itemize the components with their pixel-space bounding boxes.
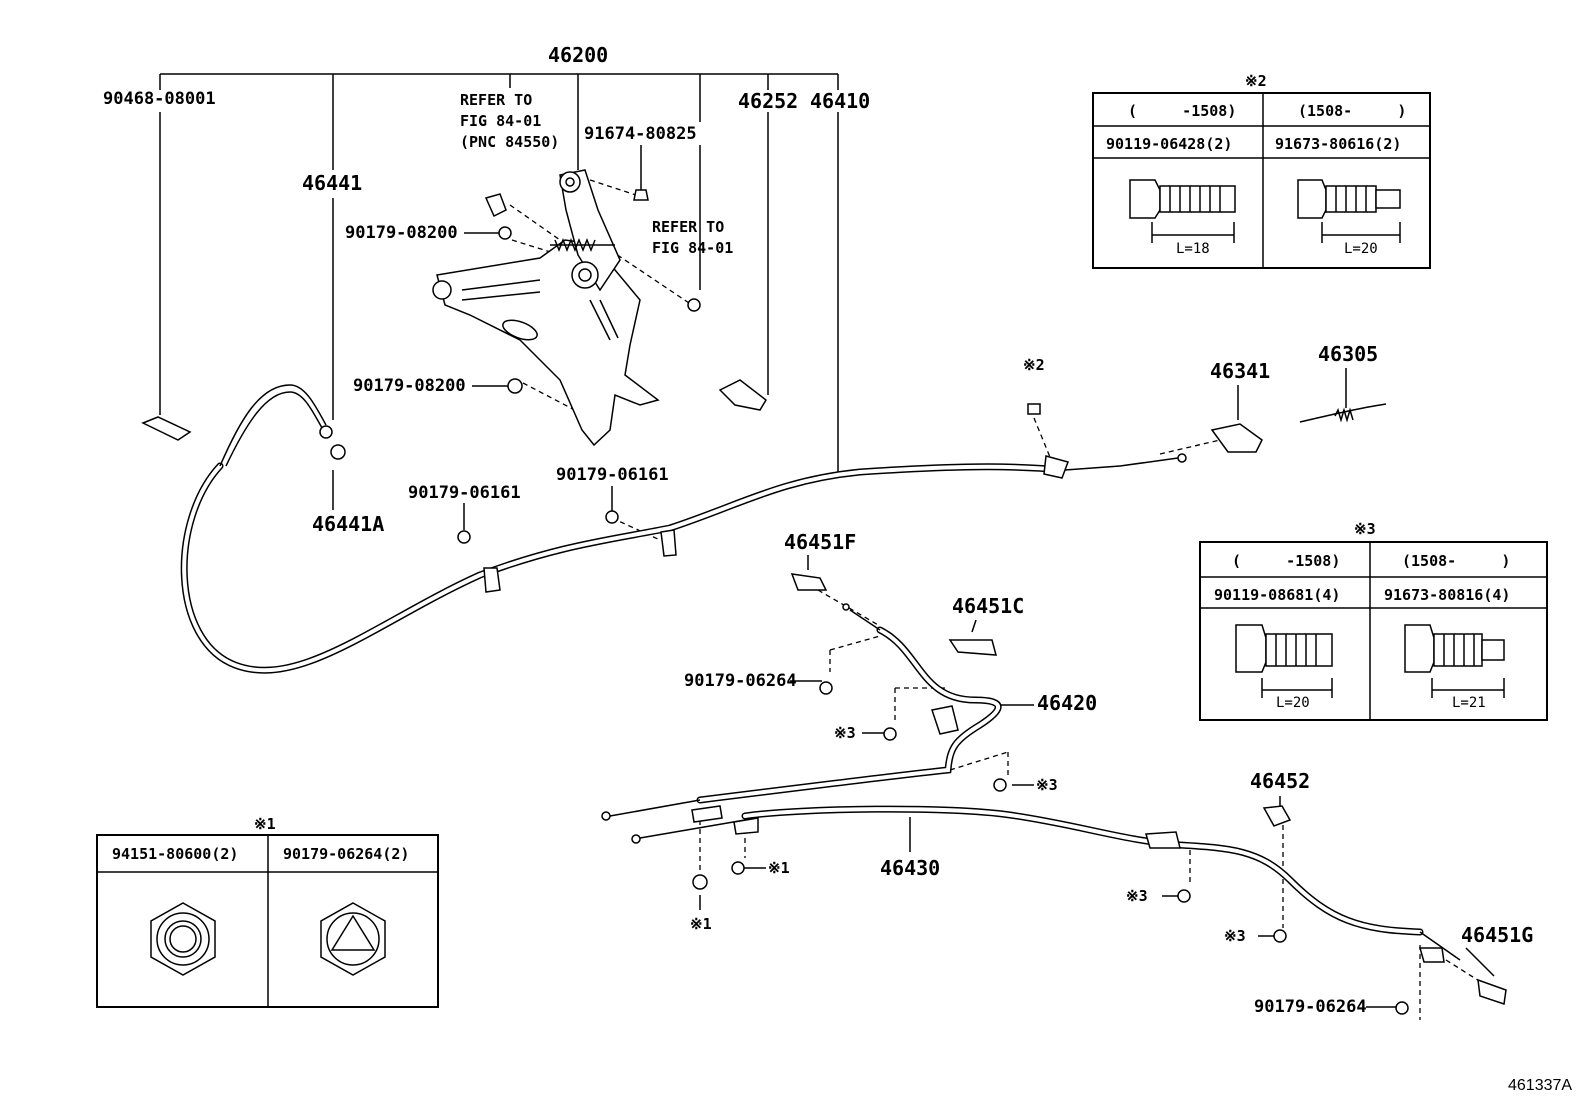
bolt-91674-80825 bbox=[633, 189, 649, 201]
label-note2-cable[interactable]: ※2 bbox=[1023, 356, 1045, 374]
label-90179-06161-left[interactable]: 90179-06161 bbox=[408, 483, 521, 503]
label-46451C[interactable]: 46451C bbox=[952, 594, 1024, 618]
label-note3-d[interactable]: ※3 bbox=[1224, 927, 1246, 945]
part-46252 bbox=[718, 379, 767, 411]
clip-46452 bbox=[1262, 805, 1292, 827]
table-note1-col1-part[interactable]: 94151-80600(2) bbox=[112, 845, 238, 863]
label-46341[interactable]: 46341 bbox=[1210, 359, 1270, 383]
label-note3-c[interactable]: ※3 bbox=[1126, 887, 1148, 905]
small-parts bbox=[141, 189, 1507, 1015]
table-note3: ※3 ( -1508) (1508- ) 90119-08681(4) 9167… bbox=[1199, 520, 1548, 721]
label-46452[interactable]: 46452 bbox=[1250, 769, 1310, 793]
label-refer-fig2-line2[interactable]: FIG 84-01 bbox=[652, 239, 733, 257]
label-90179-08200-upper[interactable]: 90179-08200 bbox=[345, 223, 458, 243]
label-46430[interactable]: 46430 bbox=[880, 856, 940, 880]
table-note1: ※1 94151-80600(2) 90179-06264(2) bbox=[96, 815, 439, 1008]
table-note2-col2-part[interactable]: 91673-80616(2) bbox=[1275, 135, 1401, 153]
bracket-46451F bbox=[790, 573, 828, 591]
table-note3-col1-part[interactable]: 90119-08681(4) bbox=[1214, 586, 1340, 604]
label-46305[interactable]: 46305 bbox=[1318, 342, 1378, 366]
table-note3-mark: ※3 bbox=[1354, 520, 1376, 538]
table-note2-col2-length: L=20 bbox=[1344, 241, 1378, 257]
cable-46420 bbox=[601, 603, 1002, 821]
label-90468-08001[interactable]: 90468-08001 bbox=[103, 89, 216, 109]
label-91674-80825[interactable]: 91674-80825 bbox=[584, 124, 697, 144]
label-46441A[interactable]: 46441A bbox=[312, 512, 384, 536]
label-46252[interactable]: 46252 bbox=[738, 89, 798, 113]
table-note2-col1-part[interactable]: 90119-06428(2) bbox=[1106, 135, 1232, 153]
bracket-46451G bbox=[1477, 978, 1507, 1005]
table-note1-col2-part[interactable]: 90179-06264(2) bbox=[283, 845, 409, 863]
label-46451F[interactable]: 46451F bbox=[784, 530, 856, 554]
label-46451G[interactable]: 46451G bbox=[1461, 923, 1533, 947]
label-46410[interactable]: 46410 bbox=[810, 89, 870, 113]
table-note2-mark: ※2 bbox=[1245, 72, 1267, 90]
parking-brake-lever-assembly bbox=[432, 169, 660, 447]
assembly-dashed-lines bbox=[509, 179, 1485, 1020]
label-note1-b[interactable]: ※1 bbox=[690, 915, 712, 933]
bolt-note2 bbox=[1027, 403, 1041, 415]
label-refer-fig-line2[interactable]: FIG 84-01 bbox=[460, 112, 541, 130]
table-note3-col2-length: L=21 bbox=[1452, 695, 1486, 711]
table-note1-mark: ※1 bbox=[254, 815, 276, 833]
leader-lines bbox=[332, 145, 1495, 1008]
label-90179-06264-lower[interactable]: 90179-06264 bbox=[1254, 997, 1367, 1017]
bracket-46451C bbox=[948, 639, 997, 656]
table-note2: ※2 ( -1508) (1508- ) 90119-06428(2) 9167… bbox=[1092, 72, 1431, 269]
label-refer-fig-line3[interactable]: (PNC 84550) bbox=[460, 133, 559, 151]
table-note3-col1-length: L=20 bbox=[1276, 695, 1310, 711]
label-90179-08200-lower[interactable]: 90179-08200 bbox=[353, 376, 466, 396]
part-46341 bbox=[1210, 423, 1263, 453]
label-46420[interactable]: 46420 bbox=[1037, 691, 1097, 715]
label-note3-b[interactable]: ※3 bbox=[1036, 776, 1058, 794]
table-note3-col1-header: ( -1508) bbox=[1232, 552, 1340, 570]
label-refer-fig2-line1[interactable]: REFER TO bbox=[652, 218, 724, 236]
label-90179-06161-right[interactable]: 90179-06161 bbox=[556, 465, 669, 485]
nut-46441 bbox=[319, 425, 333, 439]
table-note3-col2-header: (1508- ) bbox=[1402, 552, 1510, 570]
label-46200[interactable]: 46200 bbox=[548, 43, 608, 67]
label-46441[interactable]: 46441 bbox=[302, 171, 362, 195]
table-note2-col1-length: L=18 bbox=[1176, 241, 1210, 257]
table-note3-col2-part[interactable]: 91673-80816(4) bbox=[1384, 586, 1510, 604]
label-note1-a[interactable]: ※1 bbox=[768, 859, 790, 877]
label-90179-06264-upper[interactable]: 90179-06264 bbox=[684, 671, 797, 691]
table-note2-col1-header: ( -1508) bbox=[1128, 102, 1236, 120]
label-note3-a[interactable]: ※3 bbox=[834, 724, 856, 742]
part-90468-08001 bbox=[141, 416, 192, 441]
nut-46441A bbox=[330, 444, 346, 460]
figure-id: 461337A bbox=[1508, 1077, 1572, 1094]
group-bracket-46200 bbox=[159, 73, 839, 478]
table-note2-col2-header: (1508- ) bbox=[1298, 102, 1406, 120]
cable-46410 bbox=[180, 384, 1187, 674]
label-refer-fig-line1[interactable]: REFER TO bbox=[460, 91, 532, 109]
